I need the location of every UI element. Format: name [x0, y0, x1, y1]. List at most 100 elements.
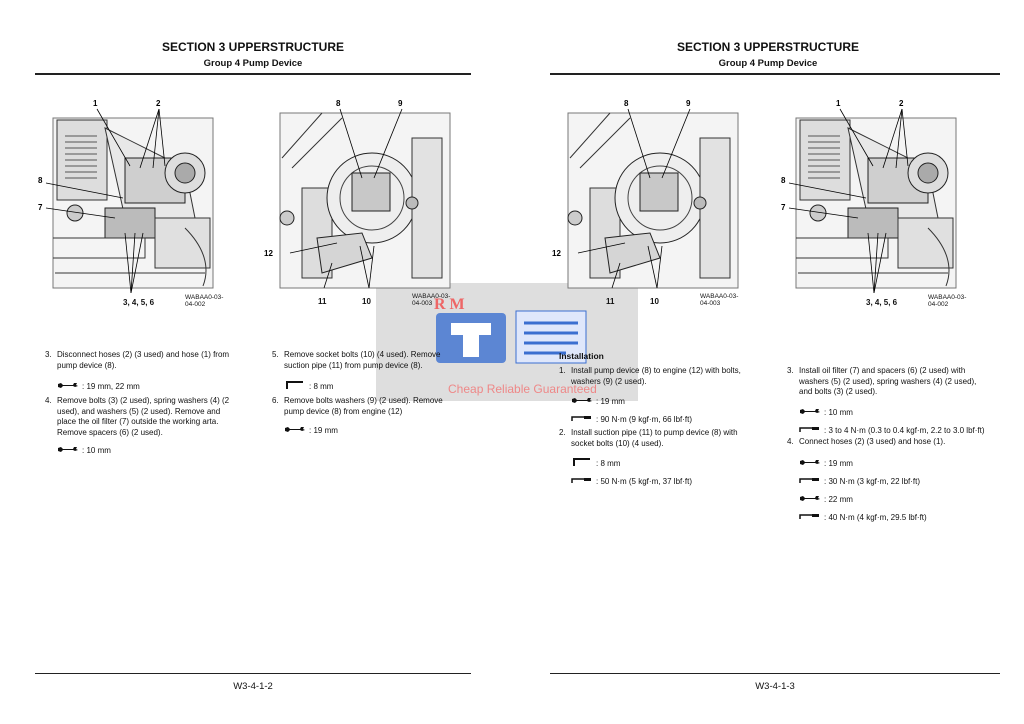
tool-spec-value: : 19 mm, 22 mm [82, 381, 140, 391]
figure-code: WABAA0-03-04-003 [700, 293, 739, 307]
tool-spec: : 19 mm, 22 mm [57, 381, 140, 391]
tool-spec-value: : 50 N·m (5 kgf·m, 37 lbf·ft) [596, 476, 693, 486]
footer-rule [35, 673, 471, 674]
page-number: W3-4-1-3 [755, 681, 795, 692]
callout-label: 2 [899, 99, 904, 108]
section-title: SECTION 3 UPPERSTRUCTURE [161, 40, 345, 54]
callout-label: 9 [686, 99, 691, 108]
wrench-icon [799, 407, 821, 417]
step-text: Install oil filter (7) and spacers (6) (… [799, 366, 977, 396]
figure-code: WABAA0-03-04-002 [185, 294, 224, 308]
step-number: 5. [272, 350, 279, 359]
callout-label: 7 [38, 203, 43, 212]
tool-spec-value: : 10 mm [82, 445, 111, 455]
procedure-step: 2. Install suction pipe (11) to pump devi… [559, 428, 749, 449]
tool-spec: : 50 N·m (5 kgf·m, 37 lbf·ft) [571, 476, 692, 486]
procedure-step: 5. Remove socket bolts (10) (4 used). Rem… [272, 350, 462, 371]
tool-spec: : 19 mm [571, 396, 625, 406]
callout-label: 1 [836, 99, 841, 108]
tool-spec: : 19 mm [799, 458, 853, 468]
figure-code: WABAA0-03-04-003 [412, 293, 451, 307]
watermark: R M Cheap Reliable Guaranteed [376, 283, 638, 401]
torque-wrench-icon [799, 476, 821, 486]
wrench-icon [799, 458, 821, 468]
tool-spec: : 3 to 4 N·m (0.3 to 0.4 kgf·m, 2.2 to 3… [799, 425, 985, 435]
tool-spec-value: : 90 N·m (9 kgf·m, 66 lbf·ft) [596, 414, 693, 424]
torque-wrench-icon [799, 512, 821, 522]
tool-spec-value: : 8 mm [309, 381, 334, 391]
step-text: Connect hoses (2) (3 used) and hose (1). [799, 437, 946, 446]
step-number: 4. [45, 396, 52, 405]
step-number: 3. [787, 366, 794, 375]
callout-label: 11 [606, 297, 615, 306]
callout-label: 10 [650, 297, 659, 306]
step-text: Remove socket bolts (10) (4 used). Remov… [284, 350, 441, 370]
tool-spec: : 22 mm [799, 494, 853, 504]
wrench-icon [799, 494, 821, 504]
procedure-step: 4. Connect hoses (2) (3 used) and hose (1… [787, 437, 977, 448]
figure-pump-mount: 8 9 12 11 10 WABAA0-03-04-003 [262, 98, 452, 307]
callout-label: 12 [552, 249, 561, 258]
callout-label: 1 [93, 99, 98, 108]
page-number: W3-4-1-2 [233, 681, 273, 692]
step-number: 3. [45, 350, 52, 359]
wrench-icon [284, 425, 306, 435]
header-rule [550, 73, 1000, 75]
torque-wrench-icon [799, 425, 821, 435]
header-rule [35, 73, 471, 75]
tool-spec: : 10 mm [799, 407, 853, 417]
step-number: 6. [272, 396, 279, 405]
tool-spec: : 19 mm [284, 425, 338, 435]
torque-wrench-icon [571, 476, 593, 486]
tool-spec-value: : 40 N·m (4 kgf·m, 29.5 lbf·ft) [824, 512, 927, 522]
step-number: 2. [559, 428, 566, 437]
wrench-icon [57, 445, 79, 455]
wrench-icon [57, 381, 79, 391]
group-title: Group 4 Pump Device [203, 58, 303, 69]
tool-spec-value: : 19 mm [596, 396, 625, 406]
step-text: Install suction pipe (11) to pump device… [571, 428, 738, 448]
procedure-step: 3. Disconnect hoses (2) (3 used) and hose… [45, 350, 235, 371]
step-text: Remove bolts washers (9) (2 used). Remov… [284, 396, 443, 416]
callout-label: 9 [398, 99, 403, 108]
figure-pump-mount: 8 9 12 11 10 WABAA0-03-04-003 [550, 98, 740, 307]
tool-spec: : 8 mm [571, 458, 620, 468]
step-text: Remove bolts (3) (2 used), spring washer… [57, 396, 230, 437]
figure-pump-hoses: 1 2 8 7 3, 4, 5, 6 WABAA0-03-04-002 [778, 98, 968, 308]
step-text: Disconnect hoses (2) (3 used) and hose (… [57, 350, 230, 370]
svg-text:Cheap Reliable Guaranteed: Cheap Reliable Guaranteed [448, 382, 597, 396]
step-number: 1. [559, 366, 566, 375]
figure-code: WABAA0-03-04-002 [928, 294, 967, 308]
figure-pump-hoses: 1 2 8 7 3, 4, 5, 6 WABAA0-03-04-002 [35, 98, 225, 308]
callout-label: 8 [336, 99, 341, 108]
wrench-icon [571, 396, 593, 406]
torque-wrench-icon [571, 414, 593, 424]
procedure-step: 1. Install pump device (8) to engine (12)… [559, 366, 749, 387]
step-text: Install pump device (8) to engine (12) w… [571, 366, 741, 386]
callout-label: 12 [264, 249, 273, 258]
callout-label: 3, 4, 5, 6 [123, 298, 155, 307]
svg-text:R M: R M [434, 296, 465, 313]
tool-spec-value: : 30 N·m (3 kgf·m, 22 lbf·ft) [824, 476, 921, 486]
tool-spec: : 10 mm [57, 445, 111, 455]
hex-key-icon [284, 381, 306, 391]
tool-spec: : 40 N·m (4 kgf·m, 29.5 lbf·ft) [799, 512, 927, 522]
procedure-step: 3. Install oil filter (7) and spacers (6)… [787, 366, 977, 398]
tool-spec: : 8 mm [284, 381, 333, 391]
tool-spec-value: : 22 mm [824, 494, 853, 504]
tool-spec-value: : 19 mm [824, 458, 853, 468]
callout-label: 7 [781, 203, 786, 212]
tool-spec: : 30 N·m (3 kgf·m, 22 lbf·ft) [799, 476, 920, 486]
tool-spec-value: : 10 mm [824, 407, 853, 417]
callout-label: 8 [781, 176, 786, 185]
tool-spec: : 90 N·m (9 kgf·m, 66 lbf·ft) [571, 414, 692, 424]
procedure-step: 6. Remove bolts washers (9) (2 used). Rem… [272, 396, 462, 417]
callout-label: 8 [624, 99, 629, 108]
section-title: SECTION 3 UPPERSTRUCTURE [676, 40, 860, 54]
hex-key-icon [571, 458, 593, 468]
tool-spec-value: : 19 mm [309, 425, 338, 435]
callout-label: 2 [156, 99, 161, 108]
installation-heading: Installation [559, 351, 604, 361]
callout-label: 11 [318, 297, 327, 306]
step-number: 4. [787, 437, 794, 446]
